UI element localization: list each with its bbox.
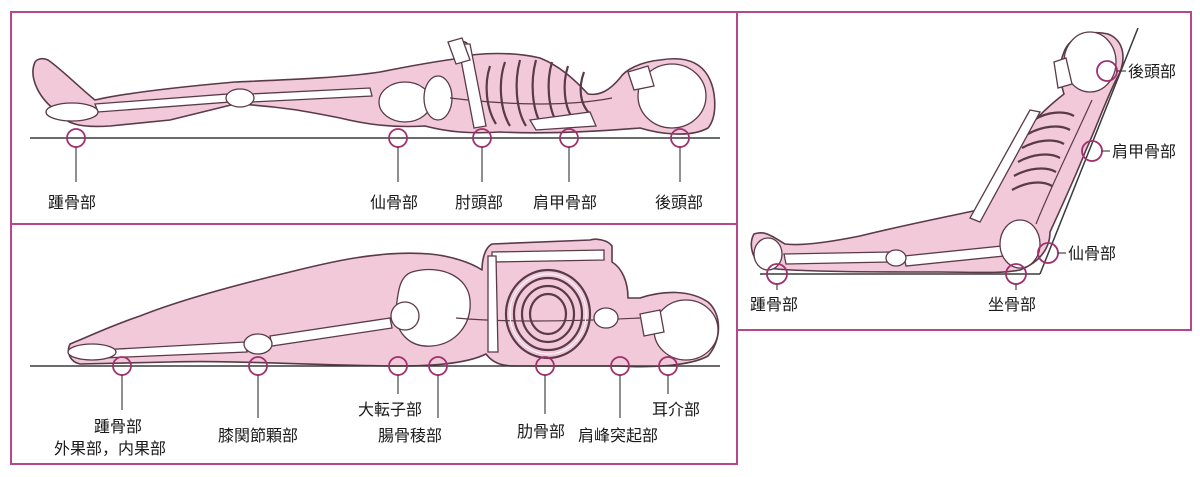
fowler-spine (1035, 99, 1093, 225)
lateral-marker-trochanter (388, 356, 408, 394)
supine-skull (637, 63, 707, 129)
label-supine-scapula: 肩甲骨部 (533, 193, 597, 212)
supine-humerus (457, 43, 487, 129)
fowler-foot (753, 237, 783, 271)
label-lateral-rib: 肋骨部 (517, 422, 565, 441)
supine-ilium (423, 75, 453, 121)
label-fowler-occiput: 後頭部 (1128, 62, 1176, 81)
label-fowler-scapula: 肩甲骨部 (1112, 142, 1176, 161)
supine-marker-occiput (670, 128, 690, 182)
lateral-marker-knee (248, 356, 268, 418)
lateral-marker-acromion (610, 356, 630, 418)
label-lateral-acromion: 肩峰突起部 (578, 426, 658, 445)
lateral-marker-ear (658, 356, 678, 394)
label-fowler-heel: 踵骨部 (750, 295, 798, 314)
supine-body-outline (32, 41, 716, 135)
lateral-forearm (487, 255, 499, 353)
lateral-marker-iliac (428, 356, 448, 418)
fowler-marker-ischium (1005, 263, 1027, 290)
lateral-foot (67, 343, 117, 361)
supine-marker-elbow (472, 128, 492, 182)
lateral-shoulder (593, 307, 619, 329)
supine-foot (45, 102, 99, 122)
label-supine-occiput: 後頭部 (655, 193, 703, 212)
fowler-pelvis (999, 219, 1041, 269)
label-lateral-ear: 耳介部 (652, 400, 700, 419)
supine-scapula (528, 111, 597, 131)
fowler-knee (885, 249, 907, 267)
lateral-knee (243, 333, 273, 355)
fowler-jaw (1053, 57, 1073, 89)
supine-pelvis (378, 81, 432, 123)
fowler-marker-scapula (1081, 140, 1110, 162)
fowler-marker-occiput (1096, 60, 1126, 82)
label-fowler-ischium: 坐骨部 (988, 295, 1036, 314)
supine-spine (449, 97, 613, 105)
supine-figure (32, 37, 716, 135)
supine-jaw (627, 65, 655, 91)
fowler-arm (969, 109, 1041, 223)
lateral-jaw (639, 309, 665, 337)
fowler-body-outline (750, 32, 1124, 274)
lateral-humerus (491, 249, 605, 263)
supine-marker-scapula (559, 128, 579, 182)
fowler-marker-heel (766, 263, 788, 290)
supine-marker-sacrum (388, 128, 408, 182)
lateral-marker-rib (535, 356, 555, 414)
fowler-lower-leg (783, 251, 891, 265)
fowler-marker-sacrum (1037, 242, 1066, 264)
lateral-marker-heel (112, 356, 132, 410)
label-lateral-iliac: 腸骨稜部 (378, 426, 442, 445)
label-fowler-sacrum: 仙骨部 (1068, 244, 1116, 263)
label-lateral-heel-line2: 外果部，内果部 (54, 439, 166, 458)
label-lateral-knee: 膝関節顆部 (218, 426, 298, 445)
label-supine-sacrum: 仙骨部 (370, 193, 418, 212)
lateral-figure (67, 238, 720, 368)
lateral-femur-head (390, 301, 420, 331)
label-lateral-heel-line1: 踵骨部 (94, 417, 142, 436)
label-lateral-trochanter: 大転子部 (358, 400, 422, 419)
label-supine-heel: 踵骨部 (48, 193, 96, 212)
supine-forearm (447, 37, 471, 65)
fowler-ribcage (1011, 111, 1075, 191)
supine-knee (225, 88, 255, 108)
supine-marker-heel (66, 128, 86, 182)
label-supine-elbow: 肘頭部 (455, 193, 503, 212)
fowler-figure (750, 27, 1139, 275)
